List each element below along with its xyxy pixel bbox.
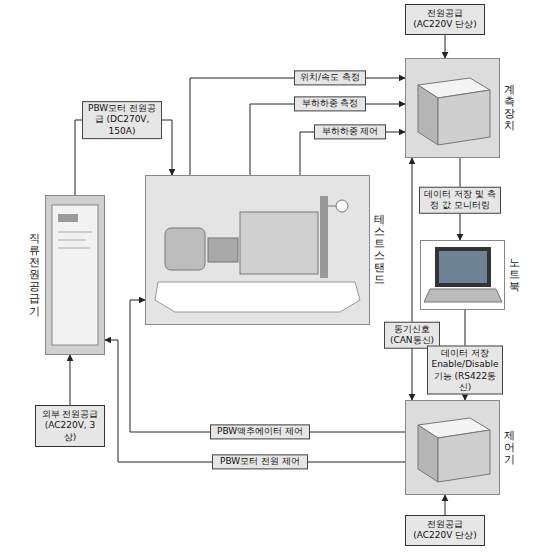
device-side — [418, 85, 438, 145]
device-front — [438, 90, 490, 145]
test-stand-picture — [145, 175, 370, 325]
stand-base — [155, 282, 360, 312]
gauge — [336, 200, 348, 212]
connector-label: PBW액추에이터 제어 — [210, 424, 310, 439]
node-label: 노트북 — [509, 257, 520, 293]
photo-ground — [45, 195, 105, 355]
connector-label: 부하하중 측정 — [294, 96, 366, 111]
node-label: 계측 장치 — [504, 84, 515, 132]
connector — [70, 355, 71, 405]
power-source-box: 전원공급 (AC220V 단상) — [405, 4, 485, 35]
screen-frame — [435, 247, 491, 287]
connector — [105, 340, 405, 462]
device-front — [438, 430, 490, 482]
node-label: 제어기 — [504, 429, 515, 465]
measuring-device: 계측 장치 — [405, 58, 500, 158]
connector-label: 데이터 저장 및 측정 값 모니터링 — [419, 187, 501, 214]
photo-ground — [405, 58, 500, 158]
connector — [445, 35, 446, 59]
laptop: 노트북 — [420, 240, 505, 310]
load-frame — [240, 212, 318, 274]
gauge-arm — [328, 206, 336, 207]
panel-line — [58, 248, 90, 249]
gearbox — [208, 238, 238, 262]
node-label: 테스트 스탠드 — [374, 214, 385, 287]
keyboard-base — [424, 289, 502, 302]
screen — [439, 251, 487, 283]
test-stand: 테스트 스탠드 — [145, 175, 370, 325]
connector-label: PBW모터 전원공급 (DC270V, 150A) — [82, 101, 162, 139]
connector-label: 데이터 저장 Enable/Disable 기능 (RS422통신) — [427, 346, 503, 395]
node-text: 전원공급 (AC220V 단상) — [410, 8, 480, 31]
connector — [445, 495, 446, 515]
controller: 제어기 — [405, 400, 500, 495]
connector-label: 위치/속도 측정 — [294, 70, 366, 85]
connector — [130, 300, 405, 432]
panel-line — [58, 240, 86, 241]
node-label: 직류 전원공급기 — [29, 233, 40, 318]
dc-supply-picture — [45, 195, 105, 355]
connector-label: PBW모터 전원 제어 — [212, 454, 308, 469]
power-source-box: 외부 전원공급 (AC220V, 3상) — [35, 405, 105, 447]
photo-ground — [405, 400, 500, 495]
node-text: 외부 전원공급 (AC220V, 3상) — [40, 409, 100, 443]
motor — [165, 228, 205, 270]
connector — [412, 158, 413, 400]
dc-power-supply: 직류 전원공급기 — [45, 195, 105, 355]
post — [320, 196, 328, 278]
connector — [250, 104, 405, 175]
controller-picture — [405, 400, 500, 495]
display — [58, 214, 78, 222]
measuring-device-picture — [405, 58, 500, 158]
connector-label: 부하하중 제어 — [314, 124, 386, 139]
photo-ground — [420, 240, 505, 310]
cabinet — [52, 205, 98, 345]
connector-label: 동기신호 (CAN통신) — [384, 322, 440, 349]
device-side — [418, 425, 438, 482]
connector — [190, 78, 405, 175]
power-source-box: 전원공급 (AC220V 단상) — [405, 515, 485, 546]
laptop-picture — [420, 240, 505, 310]
panel-line — [58, 232, 92, 233]
node-text: 전원공급 (AC220V 단상) — [410, 519, 480, 542]
photo-ground — [145, 175, 370, 325]
